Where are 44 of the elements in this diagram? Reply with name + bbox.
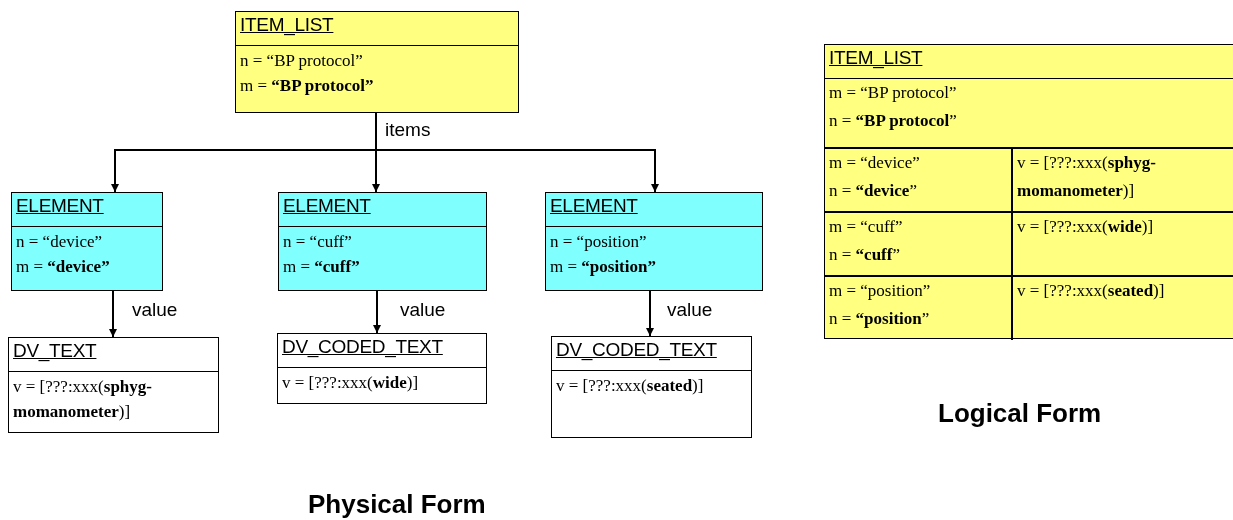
table-cell-text: v = [???:xxx(seated)]	[1016, 280, 1166, 302]
class-name: ELEMENT	[279, 193, 486, 227]
arrow	[109, 290, 117, 338]
attribute-text: v = [???:xxx(wide)]	[281, 372, 420, 394]
table-cell-text: m = “cuff”	[828, 216, 904, 238]
class-name: DV_TEXT	[9, 338, 218, 372]
table-cell-text: v = [???:xxx(sphyg- momanometer)]	[1016, 152, 1157, 202]
arrow	[375, 112, 659, 193]
attribute-text: v = [???:xxx(sphyg- momanometer)]	[12, 376, 153, 423]
table-cell-text: n = “position”	[828, 308, 931, 330]
table-cell-text: n = “device”	[828, 180, 918, 202]
class-box	[235, 11, 519, 113]
class-box	[278, 192, 487, 291]
table-cell-text: m = “BP protocol”	[828, 82, 958, 104]
table-title: ITEM_LIST	[828, 46, 924, 71]
class-name: DV_CODED_TEXT	[552, 337, 751, 371]
table-cell-text: v = [???:xxx(wide)]	[1016, 216, 1155, 238]
class-name: ELEMENT	[546, 193, 762, 227]
class-box	[545, 192, 763, 291]
class-box	[11, 192, 163, 291]
attribute-text: v = [???:xxx(seated)]	[555, 375, 705, 397]
class-box	[277, 333, 487, 404]
class-name: ITEM_LIST	[236, 12, 518, 46]
class-box	[8, 337, 219, 433]
class-name: ELEMENT	[12, 193, 162, 227]
attribute-text: m = “BP protocol”	[239, 75, 375, 97]
attribute-text: m = “cuff”	[282, 256, 361, 278]
caption: Physical Form	[308, 489, 486, 520]
attribute-text: m = “position”	[549, 256, 657, 278]
table-cell-text: m = “device”	[828, 152, 921, 174]
attribute-text: n = “position”	[549, 231, 648, 253]
attribute-text: n = “device”	[15, 231, 104, 253]
table-cell-text: m = “position”	[828, 280, 932, 302]
table-panel	[824, 44, 1233, 339]
caption: Logical Form	[938, 398, 1102, 429]
arrow	[373, 290, 381, 334]
table-cell-text: n = “cuff”	[828, 244, 901, 266]
class-box	[551, 336, 752, 438]
attribute-text: n = “cuff”	[282, 231, 353, 253]
class-name: DV_CODED_TEXT	[278, 334, 486, 368]
attribute-text: n = “BP protocol”	[239, 50, 364, 72]
attribute-text: m = “device”	[15, 256, 111, 278]
table-cell-text: n = “BP protocol”	[828, 110, 958, 132]
arrow	[646, 290, 654, 337]
